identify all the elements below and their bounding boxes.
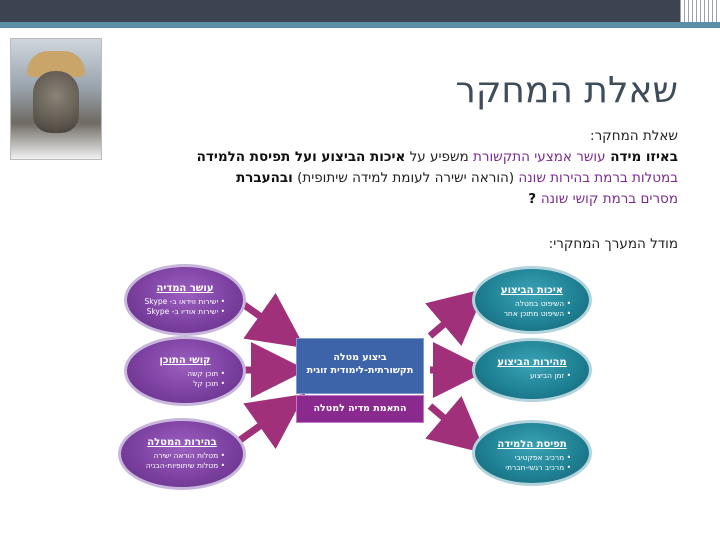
- arrow-task-to-perception: [425, 395, 487, 454]
- node-learning-perception-item: מרכיב רגשי-חברתי: [481, 463, 571, 473]
- node-performance-speed: מהירות הביצוע זמן הביצוע: [472, 338, 592, 402]
- node-performance-quality-item: השיפוט מתוכן אחר: [481, 309, 571, 319]
- node-learning-perception-title: תפיסת הלמידה: [497, 439, 567, 450]
- question-line-3: מסרים ברמת קושי שונה ?: [528, 191, 678, 207]
- statue-head: [33, 71, 79, 133]
- slide-title: שאלת המחקר: [455, 70, 679, 111]
- statue-photo: [10, 38, 102, 160]
- node-performance-quality-title: איכות הביצוע: [500, 285, 564, 296]
- node-performance-quality-item: השיפוט במטלה: [481, 299, 571, 309]
- question-line-2: במטלות ברמת בהירות שונה (הוראה ישירה לעו…: [236, 170, 678, 186]
- node-task-clarity-item: מטלות הוראה ישירה: [127, 451, 225, 461]
- research-question: שאלת המחקר: באיזו מידה עושר אמצעי התקשור…: [38, 126, 678, 210]
- node-media-richness-title: עושר המדיה: [156, 283, 214, 294]
- node-task-clarity: בהירות המטלה מטלות הוראה ישירה מטלות שית…: [118, 418, 246, 490]
- node-content-difficulty-item: תוכן קשה: [133, 369, 225, 379]
- node-task-clarity-title: בהירות המטלה: [147, 437, 217, 448]
- node-media-richness: עושר המדיה ישירות ווידאו ב- Skype ישירות…: [124, 264, 246, 336]
- center-task-box: ביצוע מטלה תקשורתית-לימודית זוגית: [296, 338, 424, 394]
- node-content-difficulty: קושי התוכן תוכן קשה תוכן קל: [124, 336, 246, 406]
- top-bar-stripes: [680, 0, 720, 22]
- node-content-difficulty-title: קושי התוכן: [159, 355, 211, 366]
- arrow-task-to-quality: [425, 288, 487, 347]
- node-learning-perception-item: מרכיב אפקטיבי: [481, 453, 571, 463]
- node-performance-speed-title: מהירות הביצוע: [497, 357, 567, 368]
- node-media-richness-item: ישירות ווידאו ב- Skype: [133, 297, 225, 307]
- arrow-clarity-to-task: [237, 393, 306, 450]
- center-media-fit-box: התאמת מדיה למטלה: [296, 395, 424, 423]
- node-task-clarity-item: מטלות שיתופיות-הבניה: [127, 461, 225, 471]
- node-performance-quality: איכות הביצוע השיפוט במטלה השיפוט מתוכן א…: [472, 266, 592, 334]
- slide-top-bar: [0, 0, 720, 22]
- top-bar-accent: [0, 22, 720, 28]
- question-label: שאלת המחקר:: [590, 128, 678, 144]
- arrow-media-to-task: [237, 292, 306, 349]
- top-bar-dark: [0, 0, 680, 22]
- node-performance-speed-item: זמן הביצוע: [481, 371, 571, 381]
- node-content-difficulty-item: תוכן קל: [133, 379, 225, 389]
- question-line-1: באיזו מידה עושר אמצעי התקשורת משפיע על א…: [196, 149, 678, 165]
- node-media-richness-item: ישירות אודיו ב- Skype: [133, 307, 225, 317]
- node-learning-perception: תפיסת הלמידה מרכיב אפקטיבי מרכיב רגשי-חב…: [472, 420, 592, 486]
- model-label: מודל המערך המחקרי:: [548, 236, 678, 252]
